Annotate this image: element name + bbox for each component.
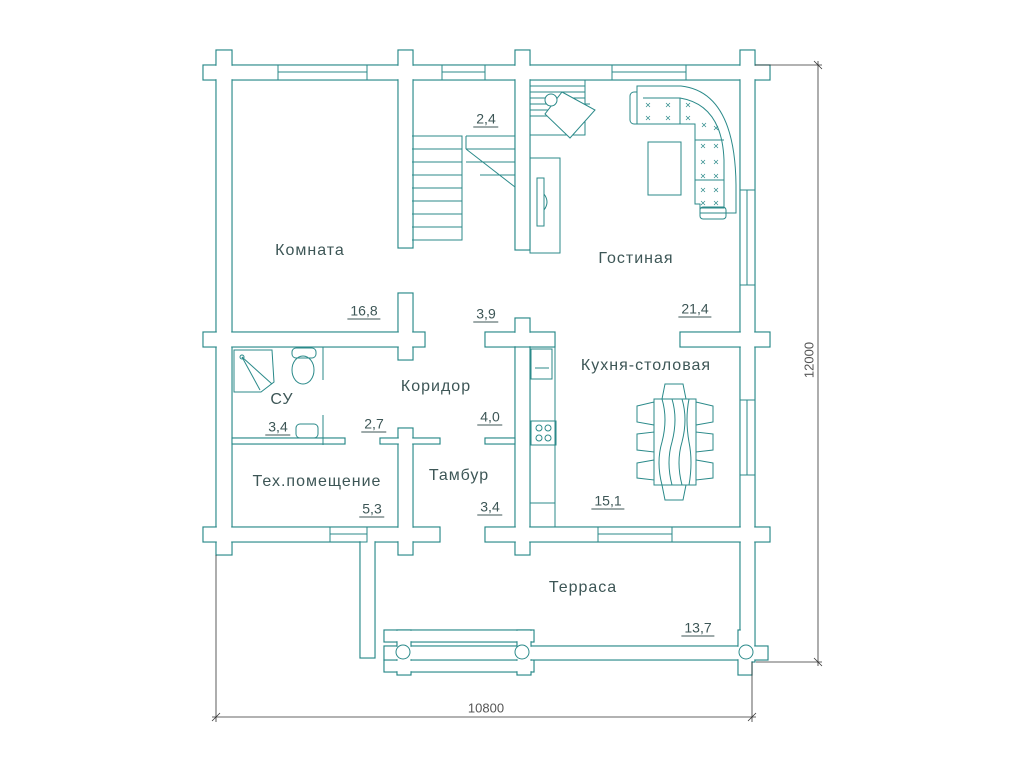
staircase	[412, 135, 516, 241]
room-label-kitchen: Кухня-столовая	[580, 357, 712, 374]
area-bathroom: 3,4	[265, 419, 291, 436]
wall-fill	[517, 630, 531, 675]
wall-fill	[384, 660, 534, 672]
area-stair: 2,4	[473, 111, 499, 128]
sofa-cushion-mark	[713, 143, 719, 149]
sofa-cushion-mark	[665, 115, 671, 121]
wall-fill	[380, 438, 440, 444]
area-tambur: 3,4	[477, 499, 503, 516]
wall-fill	[384, 630, 534, 642]
area-corridor-2: 2,7	[361, 416, 387, 433]
wall-fill	[203, 332, 425, 347]
wall-fill	[740, 50, 755, 662]
bathroom-fixtures	[233, 347, 324, 445]
sofa-cushion-mark	[685, 102, 691, 108]
wall-fill	[515, 318, 530, 347]
sofa-cushion-mark	[665, 102, 671, 108]
wall-fill	[738, 630, 752, 675]
corner-sofa	[629, 85, 737, 220]
sofa-cushion-mark	[713, 187, 719, 193]
room-label-bathroom: СУ	[270, 391, 294, 408]
wall-fill	[203, 65, 770, 80]
kitchen-counter	[530, 347, 557, 527]
wall-fill	[485, 438, 515, 444]
area-gostinaya: 21,4	[678, 301, 712, 318]
sofa-cushion-mark	[645, 115, 651, 121]
dimension-width: 10800	[467, 700, 505, 716]
sofa-cushion-mark	[700, 173, 706, 179]
room-label-komnata: Комната	[275, 242, 345, 259]
wall-fill	[203, 527, 440, 542]
wall-fill	[232, 438, 345, 444]
wall-fill	[515, 347, 530, 555]
area-corridor: 4,0	[477, 409, 503, 426]
area-tech-room: 5,3	[359, 501, 385, 518]
area-hall: 3,9	[473, 306, 499, 323]
wall-fill	[384, 646, 768, 660]
sofa-cushion-mark	[700, 200, 706, 206]
sofa-cushion-mark	[713, 159, 719, 165]
sofa-cushion-mark	[713, 173, 719, 179]
wall-fill	[515, 50, 530, 250]
wall-fill	[398, 428, 413, 555]
windows	[277, 64, 756, 543]
wall-fill	[680, 332, 770, 347]
wall-fill	[360, 540, 375, 658]
sofa-cushion-mark	[685, 115, 691, 121]
room-label-tambur: Тамбур	[428, 467, 490, 484]
wall-fill	[216, 50, 232, 555]
dimension-height: 12000	[801, 341, 817, 379]
room-label-tech-room: Тех.помещение	[252, 473, 382, 490]
fireplace	[529, 79, 596, 139]
wall-fill	[398, 50, 413, 248]
wall-fill	[398, 293, 413, 360]
room-label-terrace: Терраса	[548, 579, 618, 596]
sofa-cushion-mark	[700, 143, 706, 149]
area-komnata: 16,8	[347, 303, 381, 320]
sofa-cushion-mark	[645, 102, 651, 108]
sofa-cushion-mark	[713, 200, 719, 206]
tv-stand	[529, 157, 561, 254]
sofa-cushion-mark	[700, 187, 706, 193]
sofa-cushion-mark	[700, 159, 706, 165]
dining-table	[636, 383, 714, 501]
sofa-cushion-mark	[701, 122, 707, 128]
area-terrace: 13,7	[681, 620, 715, 637]
room-label-corridor: Коридор	[400, 378, 472, 395]
terrace-railing	[395, 644, 754, 660]
sofa-cushion-mark	[713, 125, 719, 131]
dimension-lines	[211, 60, 823, 722]
area-kitchen: 15,1	[591, 493, 625, 510]
wall-fill	[397, 630, 411, 675]
room-label-gostinaya: Гостиная	[598, 250, 674, 267]
